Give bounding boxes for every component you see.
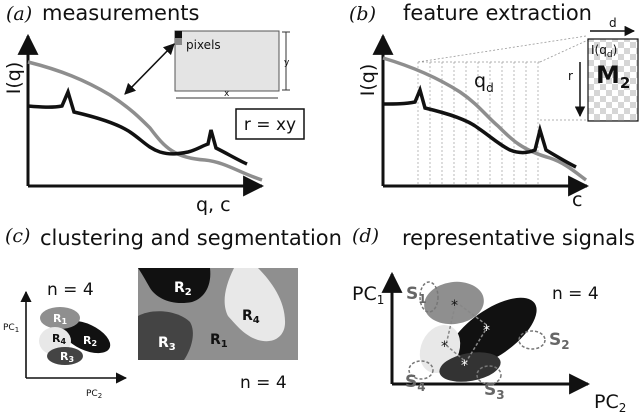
matrix-guide-lines	[417, 35, 589, 121]
cluster-d1	[424, 281, 484, 325]
cluster-r1-label: R1	[53, 312, 67, 326]
panel-d: (d) representative signals PC1 PC2 n = 4…	[352, 225, 635, 412]
panel-b-gray-curve	[382, 56, 588, 182]
signal-s3-label: S3	[484, 380, 505, 402]
panel-b-ylabel: I(q)	[357, 64, 379, 97]
centroid-d2: *	[483, 323, 490, 339]
panel-a-tag: (a)	[6, 3, 32, 25]
q-channel-lines	[417, 62, 539, 186]
matrix-r: r	[568, 69, 573, 83]
centroid-d1: *	[451, 298, 458, 314]
panel-c-axis-x: PC2	[86, 389, 102, 400]
panel-c-title: clustering and segmentation	[40, 226, 342, 250]
panel-c-n-scatter: n = 4	[47, 280, 94, 300]
centroid-d3: *	[461, 358, 468, 374]
panel-d-axis-x: PC2	[594, 391, 626, 412]
signal-s2-ring	[518, 330, 546, 350]
matrix-d: d	[609, 16, 617, 30]
panel-b-tag: (b)	[349, 3, 376, 25]
matrix-title: I(qd)	[591, 43, 617, 60]
signal-s1-ring	[419, 281, 439, 313]
region-r3	[138, 311, 193, 360]
panel-b-title: feature extraction	[403, 1, 592, 25]
formula-box	[235, 108, 305, 140]
panel-a-ylabel: I(q)	[3, 62, 25, 95]
signal-s4-ring	[408, 360, 434, 380]
pixel-gray	[175, 38, 182, 45]
panel-b: (b) feature extraction I(q) c qd d r I(q…	[349, 1, 639, 211]
signal-s4-label: S4	[405, 372, 426, 394]
panel-c-tag: (c)	[5, 225, 30, 247]
panel-c: (c) clustering and segmentation n = 4 PC…	[3, 225, 342, 400]
panel-d-title: representative signals	[402, 226, 635, 250]
formula: r = xy	[244, 115, 296, 135]
matrix-name: M2	[596, 61, 630, 92]
panel-c-n-map: n = 4	[240, 373, 287, 393]
panel-a-title: measurements	[42, 1, 199, 25]
region-r2-label: R2	[174, 280, 192, 298]
centroid-links	[445, 300, 489, 364]
panel-d-tag: (d)	[352, 225, 379, 247]
inset-y: y	[284, 58, 290, 68]
region-r4-label: R4	[242, 308, 260, 326]
cluster-r2-label: R2	[83, 334, 97, 348]
region-r1-label: R1	[210, 332, 228, 350]
panel-c-axis-y: PC1	[3, 323, 19, 334]
pixel-grid-inset	[174, 30, 280, 92]
inset-arrow	[124, 43, 175, 95]
signal-s1-label: S1	[406, 284, 427, 306]
panel-a-gray-curve	[27, 60, 263, 182]
inset-label: pixels	[186, 38, 221, 52]
cluster-r4-label: R4	[52, 332, 66, 346]
pixel-black	[175, 31, 182, 38]
panel-d-n: n = 4	[552, 284, 599, 304]
panel-a-black-curve	[27, 86, 248, 166]
region-r3-label: R3	[158, 335, 176, 353]
region-r2	[138, 268, 211, 304]
panel-d-axis-y: PC1	[352, 283, 384, 307]
inset-x: x	[224, 89, 230, 99]
panel-a-xlabel: q, c	[196, 194, 231, 216]
centroid-d4: *	[441, 339, 448, 355]
inset-y-bracket	[282, 31, 290, 91]
signal-s2-label: S2	[549, 330, 570, 352]
signal-s3-ring	[476, 365, 502, 385]
panel-b-xlabel: c	[572, 189, 582, 211]
region-r4	[224, 268, 286, 342]
panel-a: (a) measurements I(q) q, c pixels y x r …	[3, 1, 305, 216]
cluster-r3	[47, 347, 83, 365]
qd-label: qd	[474, 70, 494, 95]
cluster-r2	[61, 320, 111, 354]
cluster-d2	[447, 297, 537, 369]
cluster-r3-label: R3	[60, 350, 74, 364]
cluster-r1	[40, 307, 80, 329]
matrix-m2	[587, 38, 639, 122]
cluster-d3	[439, 352, 501, 382]
panel-b-black-curve	[382, 84, 577, 169]
